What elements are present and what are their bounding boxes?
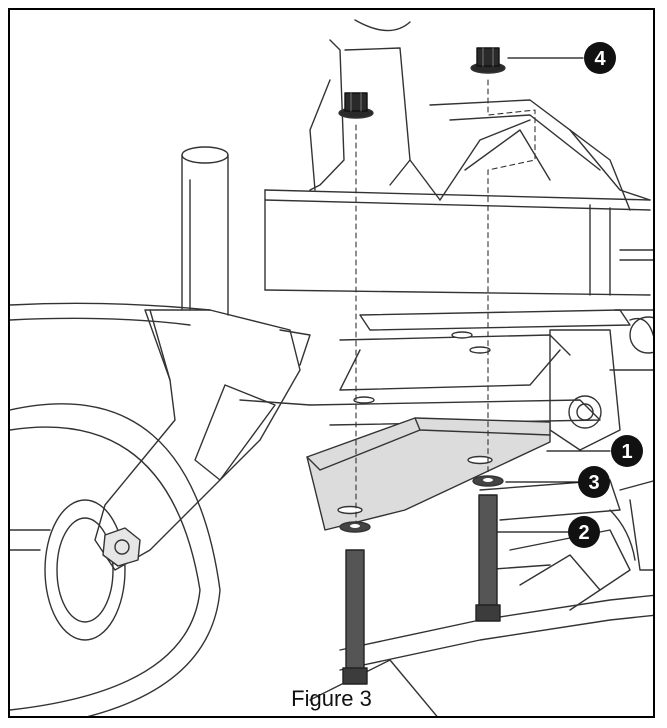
hub-nut	[102, 527, 141, 567]
caster-wheel	[10, 403, 221, 716]
callout-2-label: 2	[578, 522, 589, 544]
callout-1-label: 1	[621, 441, 632, 463]
figure-caption: Figure 3	[291, 686, 372, 711]
callout-1: 1	[611, 435, 643, 467]
frame-beam	[264, 189, 653, 296]
exploded-assembly-diagram: 4 1 3 2	[10, 19, 653, 716]
flange-nuts	[338, 47, 506, 119]
callout-2: 2	[568, 516, 600, 548]
callout-leaders	[497, 57, 611, 533]
callout-3: 3	[578, 466, 610, 498]
vertical-post	[181, 146, 229, 316]
upper-bracket	[309, 19, 651, 211]
spacer-plate	[306, 331, 551, 531]
washers	[339, 475, 504, 533]
callout-3-label: 3	[588, 472, 599, 494]
figure-frame: 4 1 3 2 Figure 3	[8, 8, 655, 718]
callout-4-label: 4	[594, 48, 606, 70]
caster-arm	[10, 302, 311, 571]
callout-4: 4	[584, 42, 616, 74]
bolts	[342, 494, 501, 685]
right-bracket	[549, 309, 653, 571]
rear-mount-plate	[239, 309, 631, 426]
assembly-guide-lines	[355, 79, 536, 531]
lower-structure	[309, 479, 653, 716]
